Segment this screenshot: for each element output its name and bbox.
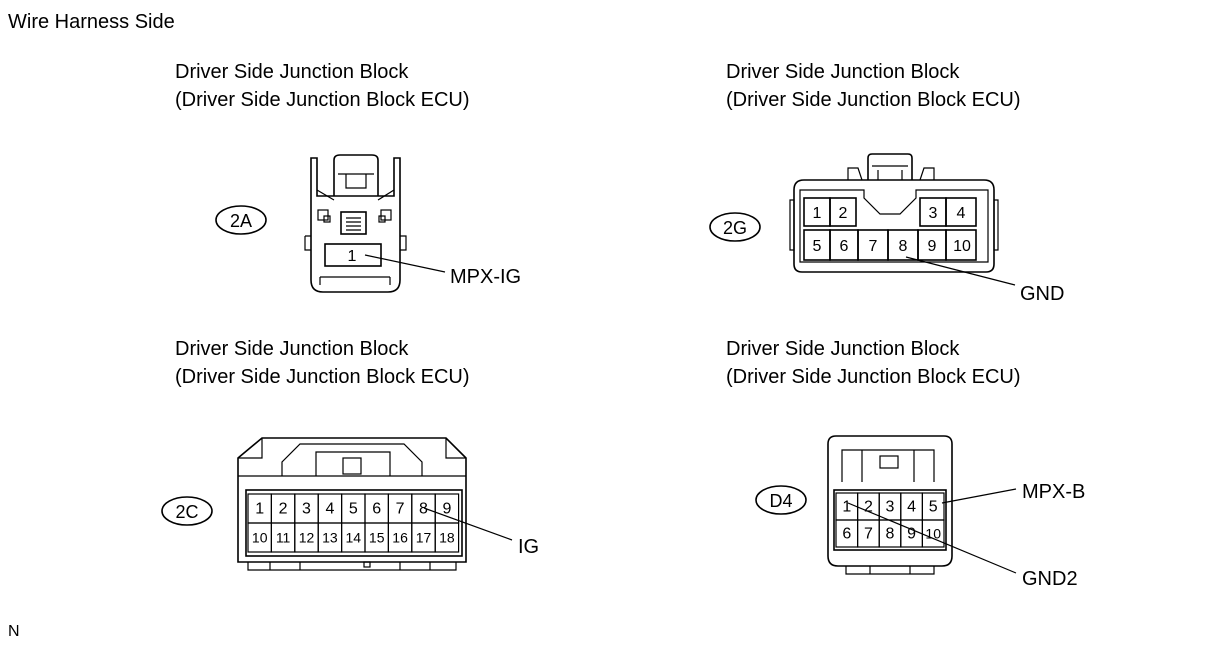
signal-gnd: GND [1020,283,1064,305]
connector-body-2g [793,179,995,273]
pin-cd4-2: 2 [864,499,873,516]
pin-c2c-8: 8 [419,501,428,518]
footer-code: N [8,623,20,640]
header-2g-line1: Driver Side Junction Block [726,61,960,83]
header-2g-line2: (Driver Side Junction Block ECU) [726,89,1021,111]
pin-cd4-6: 6 [842,526,851,543]
pin-2g-2: 2 [839,205,848,222]
pin-2g-3: 3 [929,205,938,222]
pin-cd4-8: 8 [886,526,895,543]
pin-2a-1: 1 [348,248,357,265]
connector-code-d4: D4 [769,491,792,511]
leader-2g [905,256,1016,286]
connector-code-2c: 2C [175,502,198,522]
pin-cd4-7: 7 [864,526,873,543]
signal-gnd2: GND2 [1022,568,1078,590]
pin-2g-9: 9 [928,238,937,255]
pin-2g-6: 6 [840,238,849,255]
pin-2g-10: 10 [953,238,971,255]
connector-body-d4 [827,435,953,567]
pin-c2c-2: 2 [279,501,288,518]
pin-2g-4: 4 [957,205,966,222]
leader-d4-mpx-b [941,488,1017,504]
pin-cd4-1: 1 [842,499,851,516]
connector-2g: 2G 1 2 3 4 5 6 7 8 9 10 GND [709,153,1064,305]
pin-c2c-7: 7 [396,501,405,518]
pin-c2c-15: 15 [369,530,385,546]
signal-mpx-b: MPX-B [1022,481,1085,503]
pin-c2c-5: 5 [349,501,358,518]
pin-c2c-4: 4 [325,501,334,518]
pin-c2c-9: 9 [442,501,451,518]
header-2a-line2: (Driver Side Junction Block ECU) [175,89,470,111]
pin-2g-5: 5 [813,238,822,255]
pin-cd4-3: 3 [886,499,895,516]
leader-2c [423,507,513,541]
connector-code-2g: 2G [723,218,747,238]
pin-cd4-9: 9 [907,526,916,543]
pin-2g-7: 7 [869,238,878,255]
connector-2a: 2A 1 MPX-IG [215,154,521,293]
pin-c2c-13: 13 [322,530,338,546]
pin-c2c-16: 16 [392,530,408,546]
pin-2g-1: 1 [813,205,822,222]
pin-2g-8: 8 [899,238,908,255]
pin-c2c-11: 11 [276,530,291,546]
pin-c2c-1: 1 [255,501,264,518]
header-2c-line1: Driver Side Junction Block [175,338,409,360]
leader-2a [364,254,446,273]
connector-code-oval-d4 [755,485,807,515]
signal-ig: IG [518,536,539,558]
pin-cell-c2c-18 [434,522,460,553]
connector-code-2a: 2A [230,211,252,231]
connector-body-2a [310,157,401,293]
connector-code-oval-2g [709,212,761,242]
pin-c2c-10: 10 [252,530,268,546]
pin-cd4-5: 5 [929,499,938,516]
pin-c2c-17: 17 [416,530,432,546]
header-d4-line1: Driver Side Junction Block [726,338,960,360]
header-d4-line2: (Driver Side Junction Block ECU) [726,366,1021,388]
connector-code-oval-2a [215,205,267,235]
pin-c2c-12: 12 [299,530,315,546]
signal-mpx-ig: MPX-IG [450,266,521,288]
pin-c2c-14: 14 [346,530,362,546]
leader-d4-gnd2 [847,502,1017,574]
header-2a-line1: Driver Side Junction Block [175,61,409,83]
pin-c2c-3: 3 [302,501,311,518]
diagram-title: Wire Harness Side [8,11,175,33]
pin-cd4-4: 4 [907,499,916,516]
pin-c2c-6: 6 [372,501,381,518]
header-2c-line2: (Driver Side Junction Block ECU) [175,366,470,388]
pin-c2c-18: 18 [439,530,455,546]
connector-code-oval-2c [161,496,213,526]
